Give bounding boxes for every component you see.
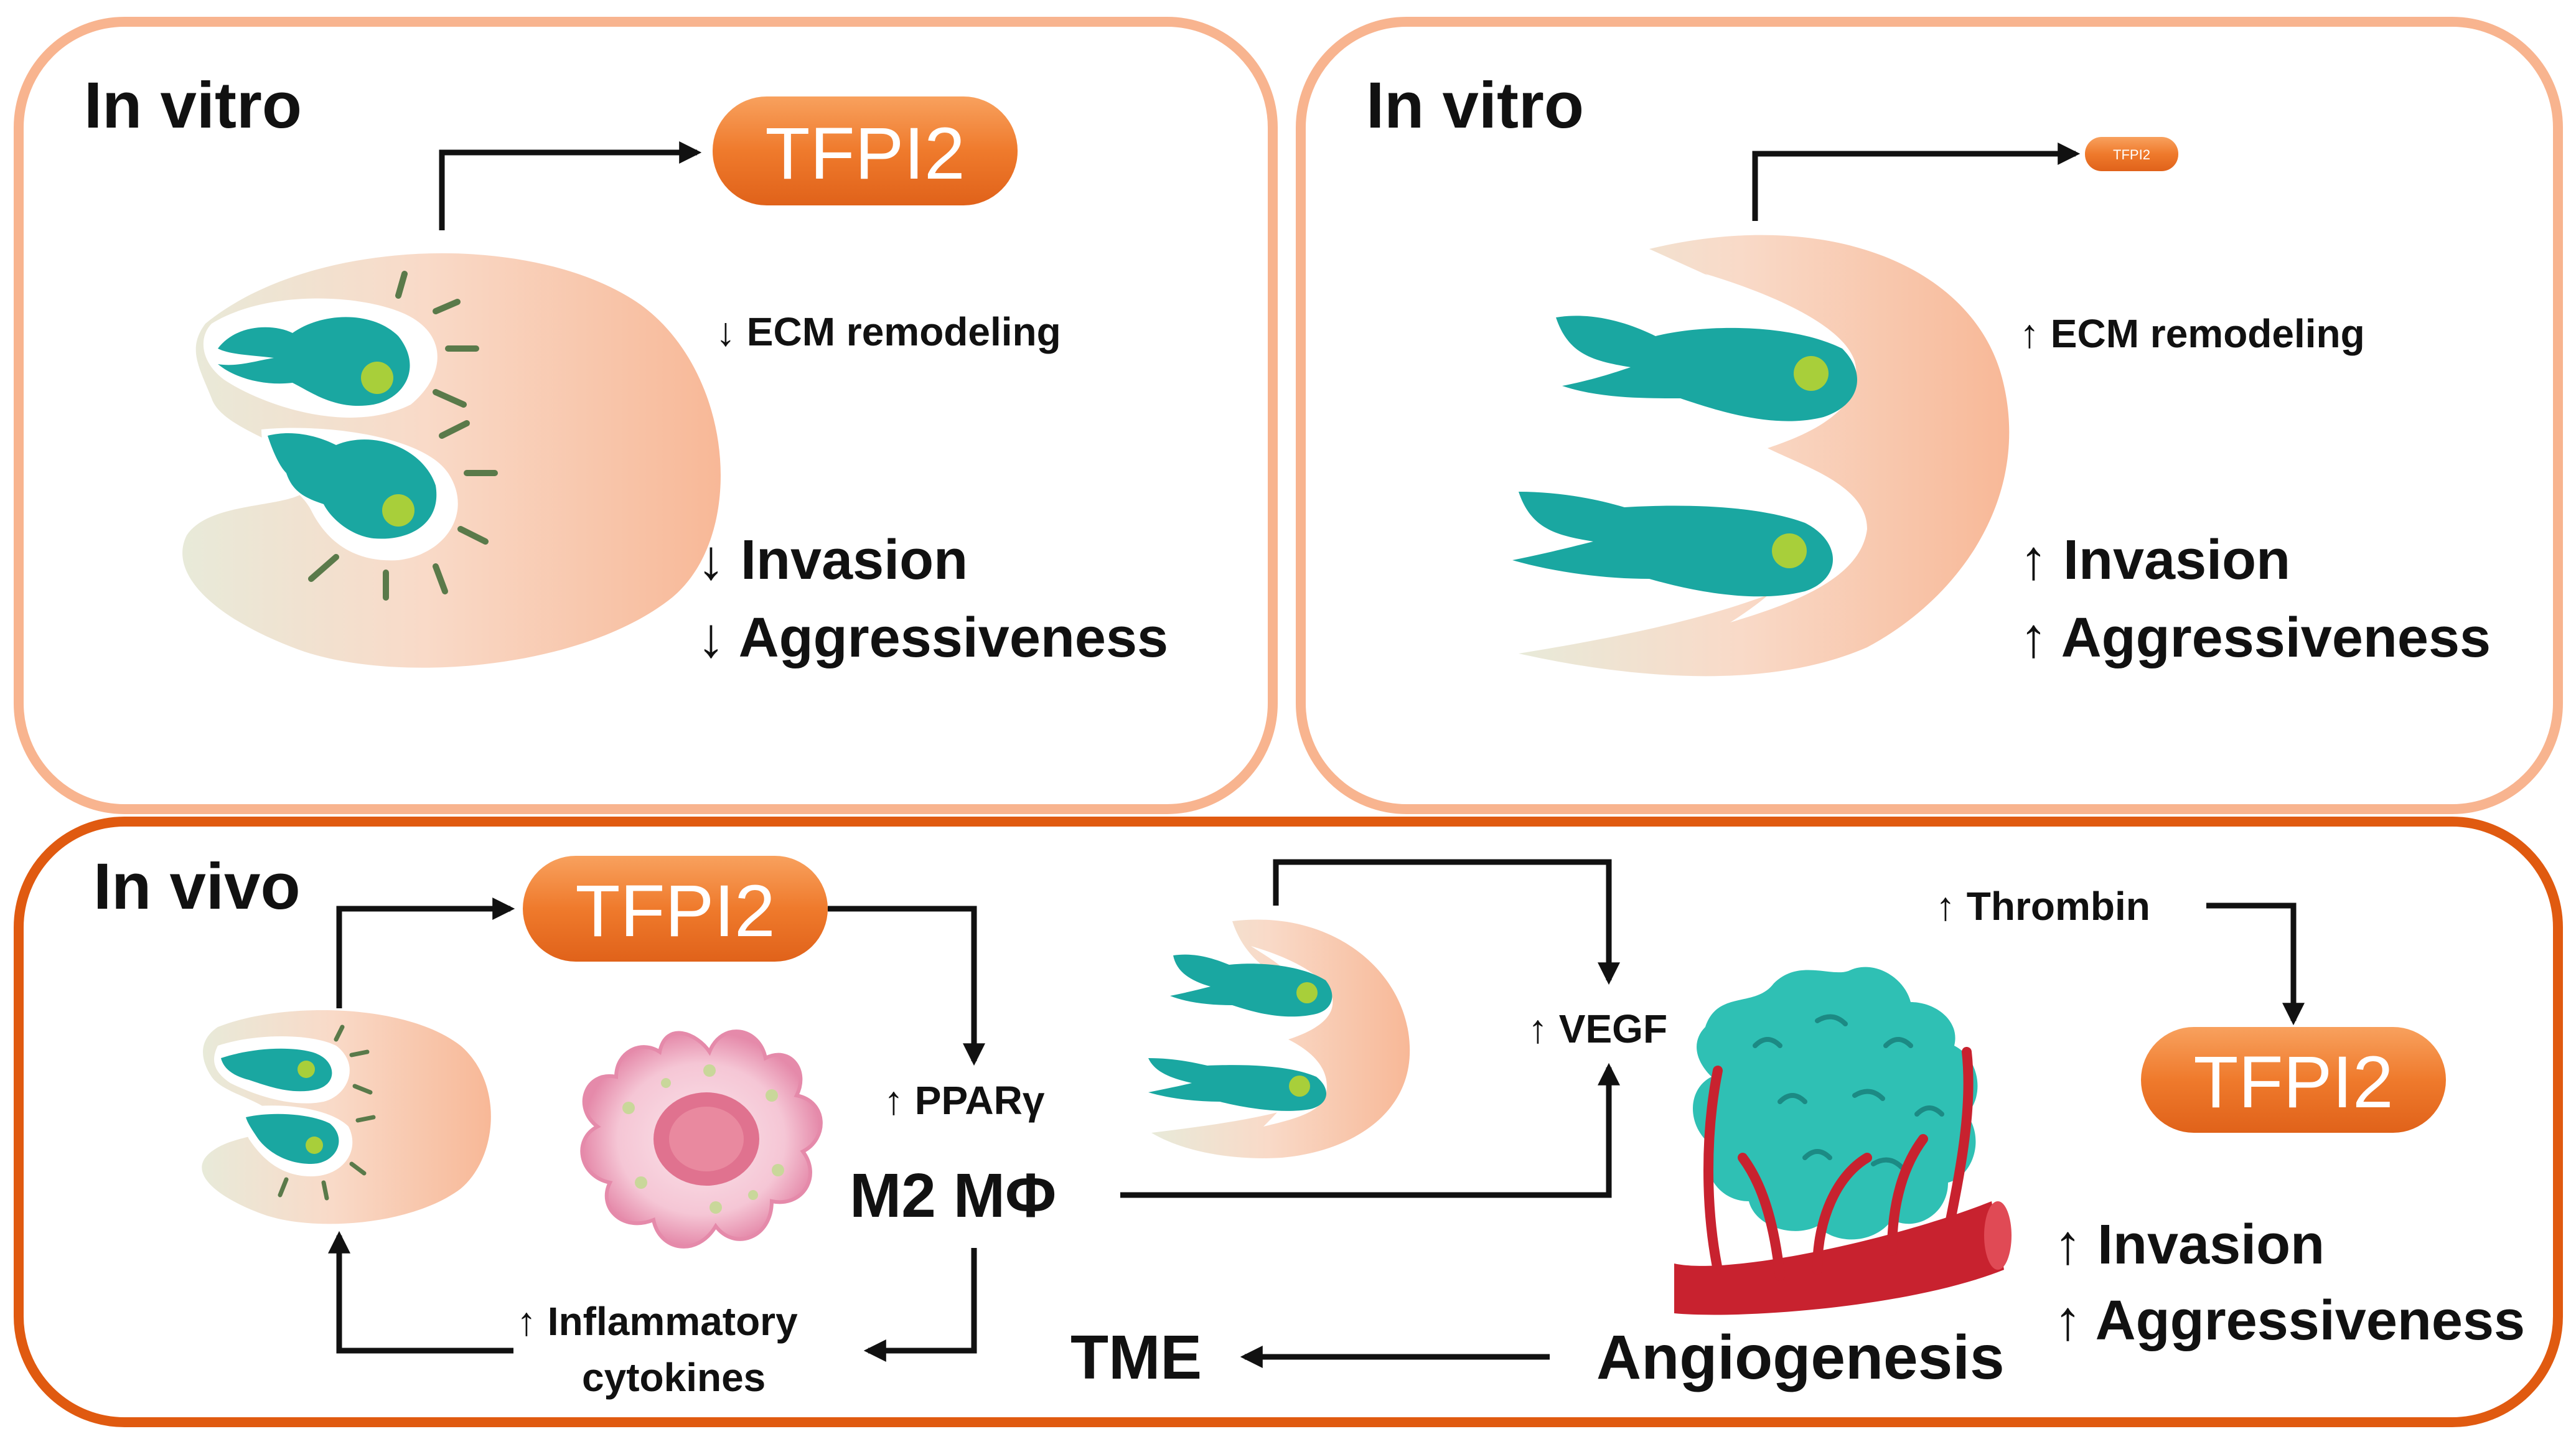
tfpi2-pill-vivo-right: TFPI2 [2141,1027,2446,1133]
thrombin-label: ↑ Thrombin [1936,884,2150,929]
arrow-tfpi2-to-ppar [828,906,985,1066]
ecm-label-right: ↑ ECM remodeling [2020,311,2365,356]
cytokines-label-line2: cytokines [582,1355,766,1400]
tfpi2-pill-vivo-right-label: TFPI2 [2193,1041,2393,1123]
cytokines-label-line1: ↑ Inflammatory [517,1299,798,1344]
tfpi2-pill-vivo-left: TFPI2 [523,856,828,962]
angiogenesis-label: Angiogenesis [1596,1323,2005,1392]
m2-macrophage [580,1029,823,1249]
tissue-blob-right [1512,235,2010,677]
arrow-tissue-to-vegf [1273,859,1620,985]
tfpi2-pill-left-label: TFPI2 [765,113,965,195]
tissue-blob-vivo [202,1010,491,1224]
arrow-m2-to-vegf [1120,1062,1620,1198]
ecm-label-left: ↓ ECM remodeling [716,309,1061,354]
invasion-label-right: ↑ Invasion [2020,529,2290,591]
aggressiveness-label-left: ↓ Aggressiveness [697,607,1168,669]
invasion-label-left: ↓ Invasion [697,529,968,591]
panel-vitro-left-title: In vitro [84,69,302,142]
invasion-label-vivo: ↑ Invasion [2054,1214,2325,1276]
tfpi2-pill-right-small-label: TFPI2 [2113,147,2150,162]
tfpi2-pill-left: TFPI2 [713,96,1018,205]
tfpi2-pill-right-small: TFPI2 [2085,137,2178,171]
arrow-cytokines-to-tissue [328,1231,513,1354]
ppar-label: ↑ PPARγ [884,1078,1045,1123]
vegf-label: ↑ VEGF [1528,1006,1667,1051]
panel-vivo-title: In vivo [93,850,301,923]
tme-label: TME [1070,1323,1202,1392]
m2-macrophage-label: M2 MΦ [850,1161,1056,1231]
arrow-thrombin-to-tfpi2 [2206,902,2305,1026]
tissue-blob-vivo-middle [1148,919,1410,1158]
tissue-blob-left [182,253,721,668]
arrow-m2-to-cytokines [863,1248,977,1362]
aggressiveness-label-right: ↑ Aggressiveness [2020,607,2491,669]
arrow-cell-to-tfpi2-right [1752,143,2081,221]
aggressiveness-label-vivo: ↑ Aggressiveness [2054,1290,2525,1352]
tumor-angiogenesis-illustration [1674,967,2012,1315]
tfpi2-pill-vivo-left-label: TFPI2 [575,870,775,952]
arrow-tissue-to-tfpi2-vivo [336,898,515,1008]
panel-vitro-right-title: In vitro [1366,69,1584,142]
arrow-cell-to-tfpi2-left [439,141,702,230]
